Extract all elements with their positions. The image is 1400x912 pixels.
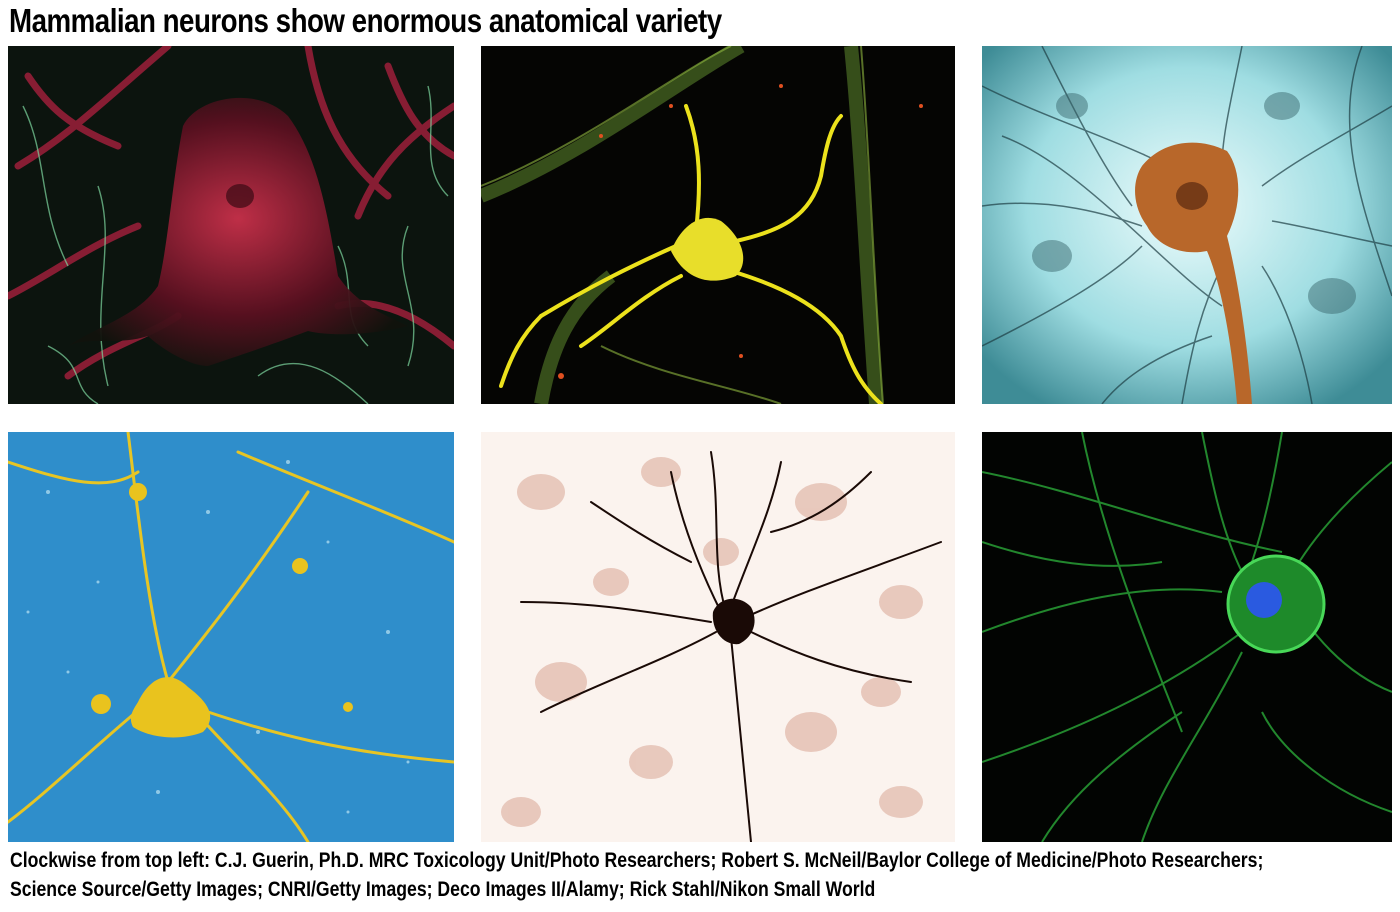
credit-line-2: Science Source/Getty Images; CNRI/Getty …	[10, 878, 876, 901]
yellow-neuron-blue-background-micrograph-image	[8, 432, 454, 842]
green-fluorescent-neuron-blue-nucleus-image	[982, 432, 1392, 842]
figure-title: Mammalian neurons show enormous anatomic…	[9, 2, 722, 39]
black-golgi-stained-neuron-image	[481, 432, 955, 842]
photo-credits: Clockwise from top left: C.J. Guerin, Ph…	[10, 846, 1320, 904]
orange-stained-neuron-cyan-background-image	[982, 46, 1392, 404]
credit-line-1: Clockwise from top left: C.J. Guerin, Ph…	[10, 849, 1264, 872]
red-fluorescent-pyramidal-neuron-image	[8, 46, 454, 404]
yellow-fluorescent-cultured-neuron-image	[481, 46, 955, 404]
